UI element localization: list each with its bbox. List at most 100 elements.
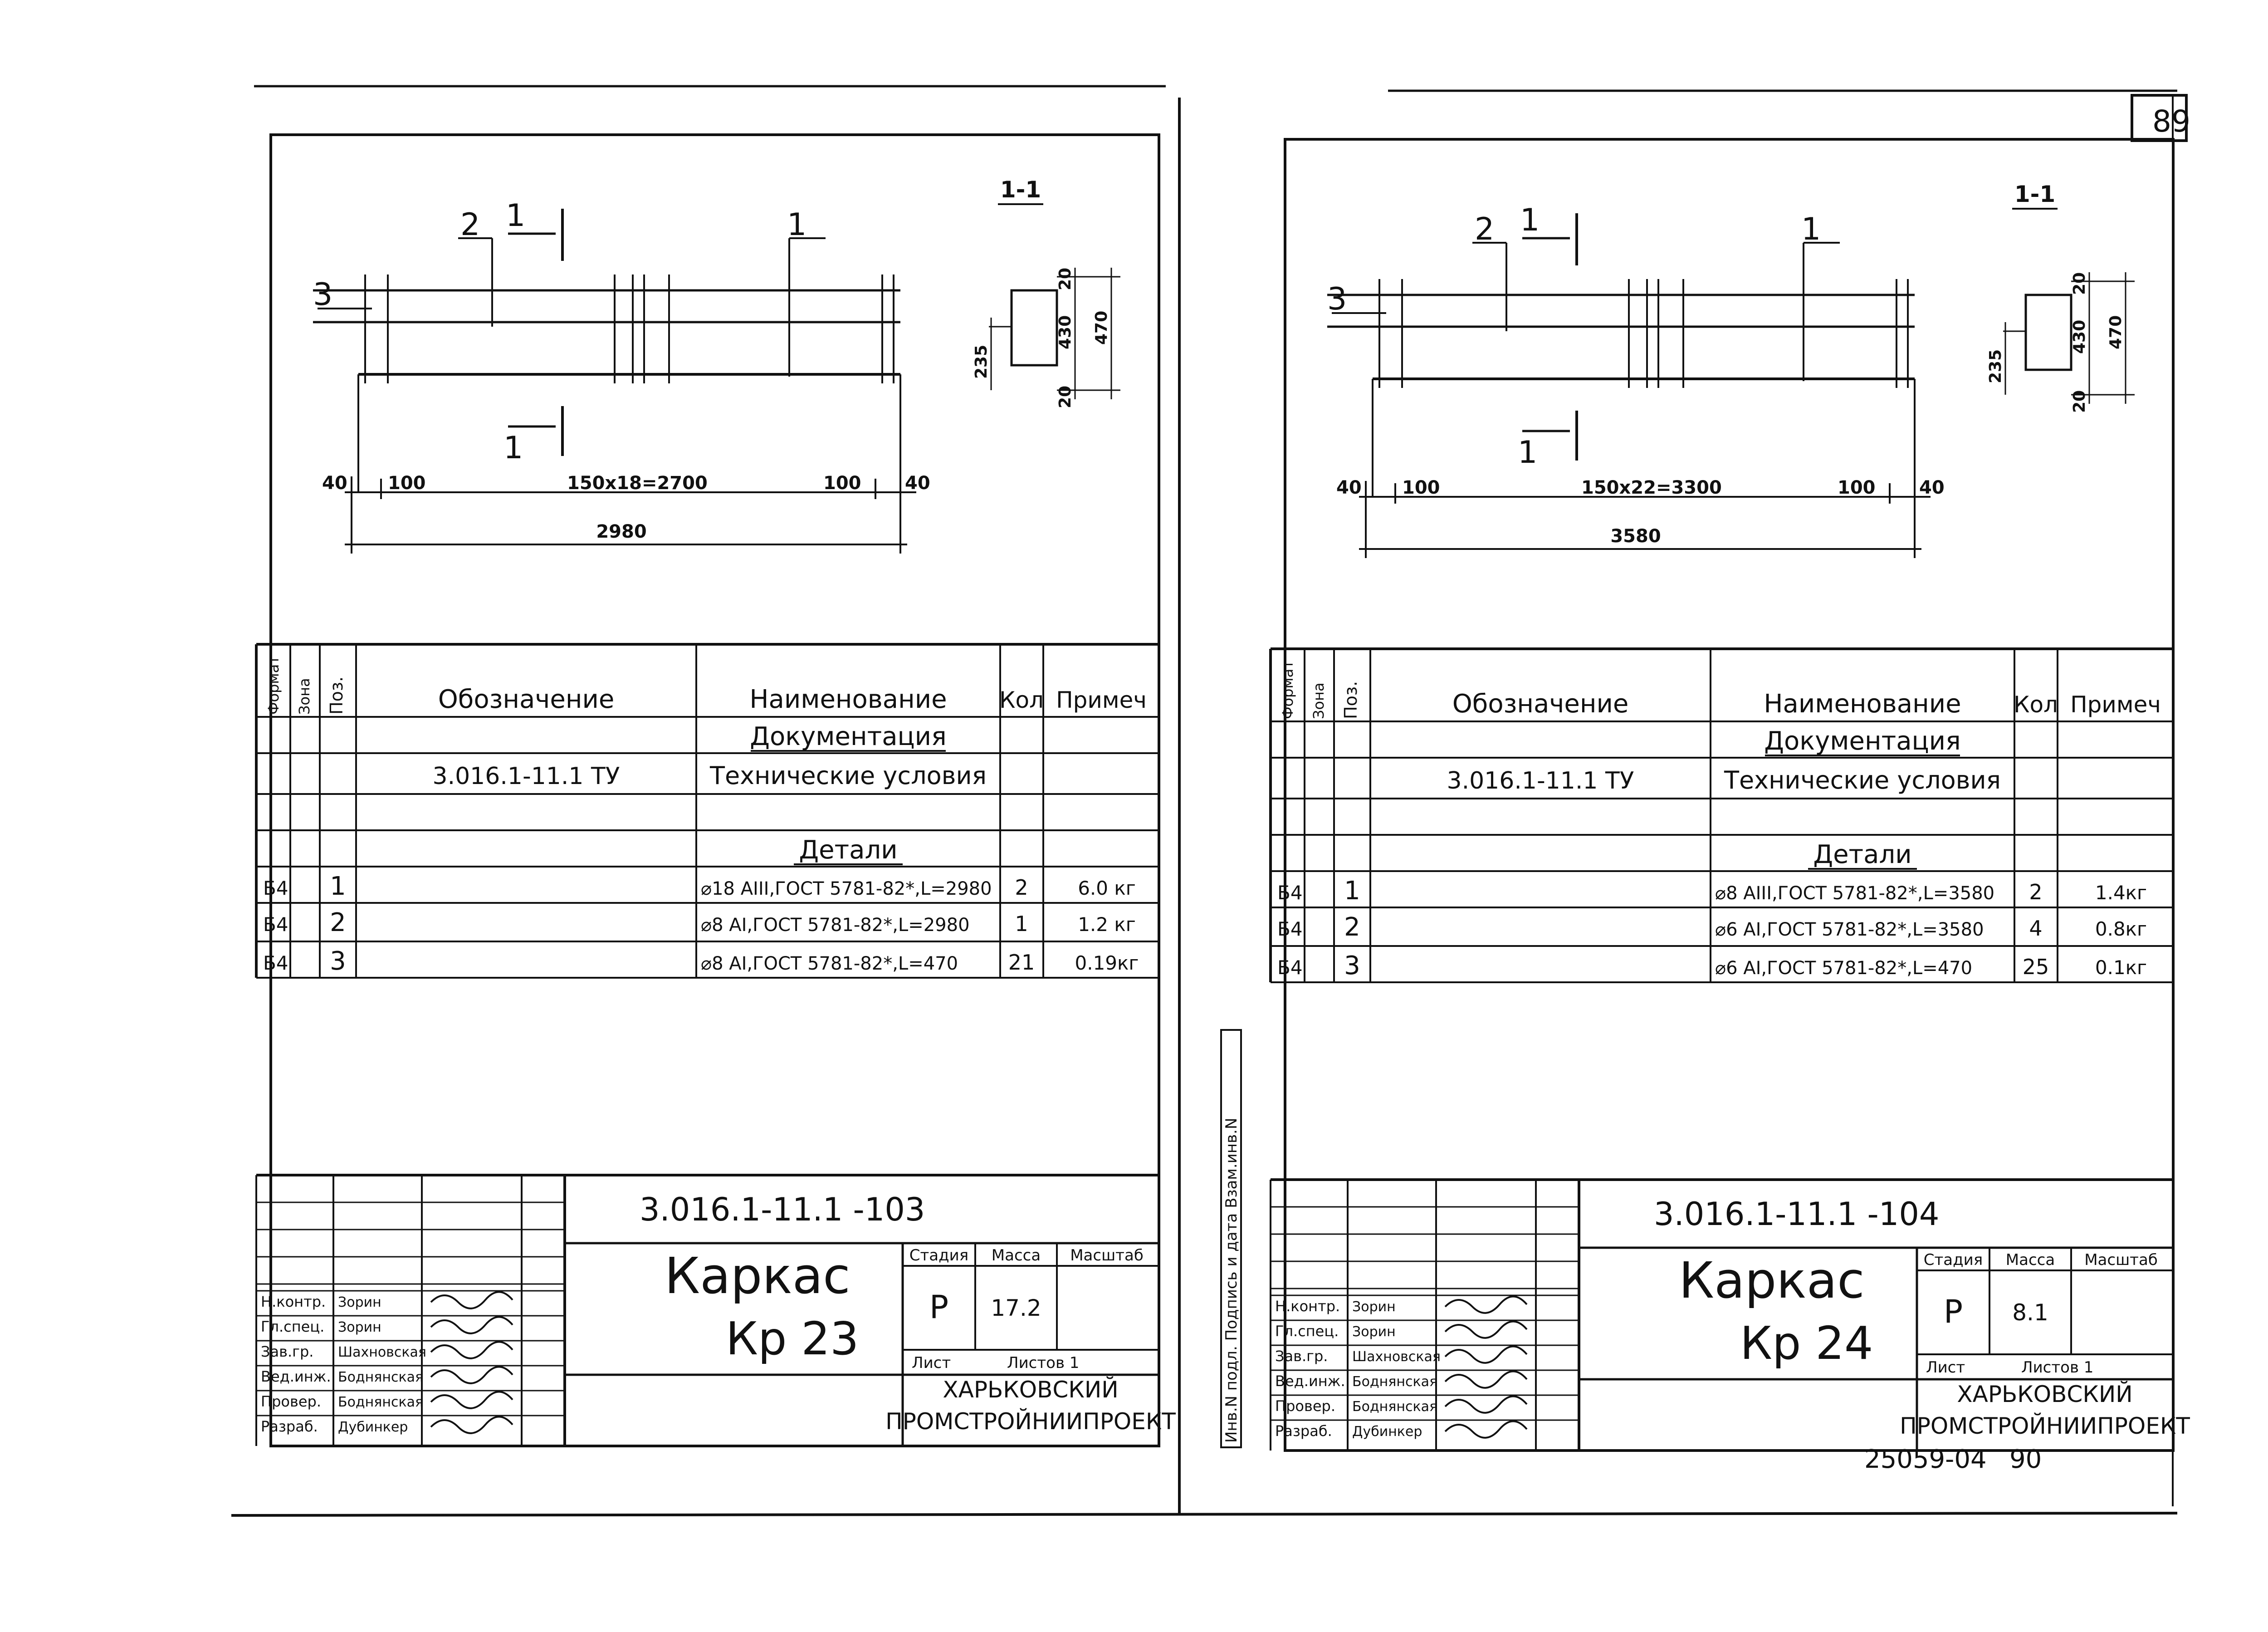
- signer-role: Разраб.: [261, 1418, 318, 1435]
- dimension-value: 100: [1838, 477, 1876, 498]
- signature-mark: [430, 1316, 513, 1334]
- footer: 25059-04 90: [1864, 1445, 2042, 1474]
- section-outline: [1010, 289, 1058, 367]
- signer-name: Боднянская: [1352, 1374, 1437, 1390]
- signer-role: Провер.: [1275, 1397, 1335, 1415]
- dimension-value: 150х22=3300: [1581, 477, 1722, 498]
- mass-value: 8.1: [2012, 1299, 2048, 1326]
- cell-pos: 3: [1344, 951, 1360, 980]
- cell-qty: 4: [2029, 916, 2042, 941]
- cell-name: ⌀8 АI,ГОСТ 5781-82*,L=2980: [701, 915, 970, 936]
- mass-label: Масса: [2006, 1251, 2055, 1269]
- section-dimension: 235: [1986, 349, 2005, 383]
- cell-pos: 3: [330, 946, 346, 976]
- signer-name: Боднянская: [338, 1394, 423, 1410]
- dimension-value: 100: [1402, 477, 1440, 498]
- col-header-name: Наименование: [1764, 689, 1961, 719]
- position-label: 2: [1475, 211, 1494, 247]
- section-cut-label: 1: [1520, 202, 1540, 238]
- cell-format: Б4: [263, 913, 288, 936]
- signer-role: Зав.гр.: [261, 1343, 313, 1360]
- organization-line-1: ХАРЬКОВСКИЙ: [1957, 1381, 2132, 1407]
- signer-role: Разраб.: [1275, 1422, 1332, 1440]
- cell-qty: 1: [1015, 912, 1028, 936]
- cell-format: Б4: [1277, 956, 1303, 979]
- cell-note: 0.8кг: [2095, 918, 2147, 940]
- col-header-designation: Обозначение: [1452, 689, 1629, 719]
- cell-note: 6.0 кг: [1078, 877, 1136, 899]
- dimension-value: 100: [823, 473, 861, 494]
- position-label: 3: [313, 277, 332, 313]
- scale-label: Масштаб: [2084, 1251, 2158, 1269]
- document-code: 3.016.1-11.1 -103: [640, 1191, 925, 1228]
- organization-line-2: ПРОМСТРОЙНИИПРОЕКТ: [885, 1408, 1176, 1435]
- signer-name: Боднянская: [1352, 1399, 1437, 1415]
- dimension-total: 3580: [1610, 526, 1661, 547]
- cell-pos: 1: [330, 872, 346, 901]
- stage-value: Р: [929, 1289, 948, 1326]
- section-dimension: 430: [1056, 315, 1075, 349]
- cell-name: ⌀6 АI,ГОСТ 5781-82*,L=470: [1715, 958, 1972, 979]
- stage-label: Стадия: [909, 1246, 968, 1264]
- sheet-label: Лист: [912, 1354, 951, 1372]
- cell-name: ⌀8 АIII,ГОСТ 5781-82*,L=3580: [1715, 883, 1994, 904]
- cell-format: Б4: [1277, 882, 1303, 904]
- col-header-name: Наименование: [749, 685, 947, 714]
- signer-row: Н.контр.Зорин: [1275, 1295, 1528, 1315]
- footer-code: 25059-04: [1864, 1445, 1987, 1474]
- col-header-designation: Обозначение: [438, 685, 615, 714]
- title-line-1: Каркас: [1679, 1251, 1865, 1309]
- dimension-value: 100: [388, 473, 426, 494]
- signature-mark: [1444, 1370, 1528, 1389]
- cell-name: ⌀6 АI,ГОСТ 5781-82*,L=3580: [1715, 919, 1984, 940]
- organization-line-2: ПРОМСТРОЙНИИПРОЕКТ: [1900, 1412, 2190, 1439]
- position-label: 1: [787, 207, 807, 243]
- doc-name: Технические условия: [709, 761, 987, 790]
- details-section-header: Детали: [1813, 840, 1911, 869]
- signer-row: Вед.инж.Боднянская: [1275, 1370, 1528, 1390]
- signature-mark: [1444, 1345, 1528, 1364]
- section-dimension: 20: [2070, 272, 2089, 295]
- organization-line-1: ХАРЬКОВСКИЙ: [943, 1376, 1118, 1403]
- doc-section-header: Документация: [1764, 726, 1960, 756]
- signature-mark: [430, 1341, 513, 1359]
- position-label: 2: [460, 207, 480, 243]
- stage-value: Р: [1944, 1293, 1963, 1330]
- section-dimension: 470: [2107, 315, 2125, 349]
- cell-qty: 25: [2023, 955, 2049, 979]
- signer-row: Вед.инж.Боднянская: [261, 1366, 513, 1385]
- section-outline: [2024, 294, 2072, 371]
- signature-mark: [430, 1291, 513, 1309]
- cell-name: ⌀8 АI,ГОСТ 5781-82*,L=470: [701, 953, 958, 974]
- title-line-2: Кр 24: [1740, 1317, 1873, 1370]
- signer-name: Шахновская: [338, 1344, 426, 1360]
- doc-section-header: Документация: [750, 722, 946, 751]
- cell-pos: 2: [330, 908, 346, 937]
- footer-page: 90: [2009, 1445, 2042, 1474]
- doc-designation: 3.016.1-11.1 ТУ: [1447, 767, 1634, 794]
- signer-role: Вед.инж.: [261, 1368, 331, 1385]
- signer-row: Зав.гр.Шахновская: [1275, 1345, 1528, 1365]
- doc-name: Технические условия: [1724, 766, 2001, 794]
- title-line-1: Каркас: [665, 1247, 850, 1305]
- section-dimension: 430: [2070, 320, 2089, 354]
- cell-pos: 2: [1344, 912, 1360, 942]
- cell-note: 0.19кг: [1075, 952, 1139, 974]
- col-header-zone: Зона: [1310, 682, 1327, 719]
- cell-qty: 21: [1008, 950, 1035, 975]
- signature-mark: [1444, 1320, 1528, 1339]
- sheets-label: Листов 1: [2021, 1358, 2093, 1377]
- cell-format: Б4: [1277, 918, 1303, 940]
- signer-row: Провер. Боднянская: [1275, 1395, 1528, 1415]
- signer-name: Дубинкер: [338, 1419, 408, 1435]
- signature-mark: [430, 1391, 513, 1409]
- section-cut-label: 1: [1518, 435, 1537, 470]
